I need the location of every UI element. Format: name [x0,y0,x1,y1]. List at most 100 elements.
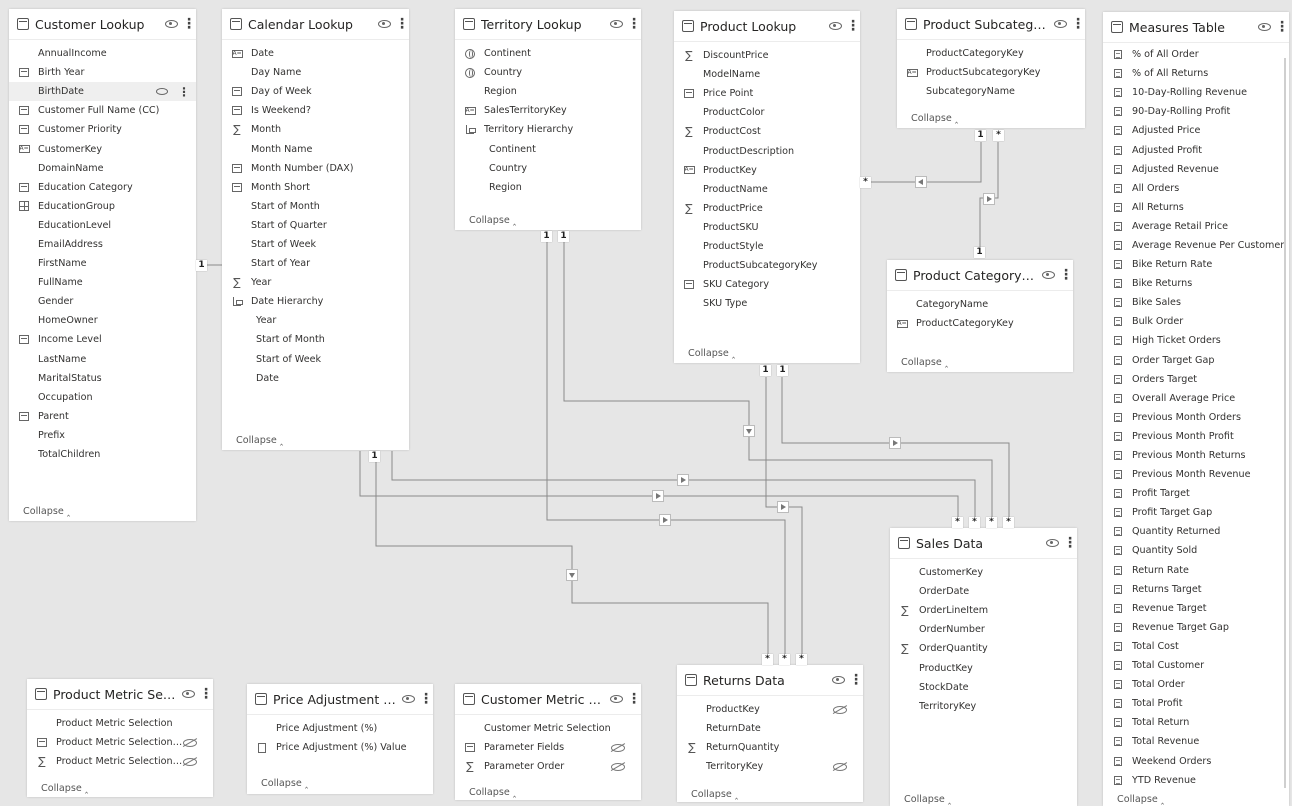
field-row[interactable]: Product Metric Selection Order [27,752,213,771]
field-row[interactable]: MaritalStatus [9,369,196,388]
more-options-icon[interactable]: ⋮ [1275,19,1289,35]
field-row[interactable]: Customer Metric Selection [455,719,641,738]
field-row[interactable]: ProductPrice [674,199,860,218]
field-row[interactable]: Prefix [9,426,196,445]
hidden-eye-icon[interactable] [183,738,197,747]
filter-direction-arrow[interactable] [889,437,901,449]
field-row[interactable]: Average Revenue Per Customer [1103,236,1289,255]
collapse-button[interactable]: Collapse [1117,794,1164,805]
eye-icon[interactable] [1046,539,1059,547]
product-lookup-table[interactable]: Product Lookup ⋮ DiscountPriceModelNameP… [674,11,860,363]
field-row[interactable]: Bulk Order [1103,312,1289,331]
field-row[interactable]: LastName [9,350,196,369]
field-row[interactable]: Continent [455,44,641,63]
collapse-button[interactable]: Collapse [691,789,738,800]
field-row[interactable]: Quantity Returned [1103,522,1289,541]
eye-icon[interactable] [610,695,623,703]
field-row[interactable]: Start of Month [222,197,409,216]
field-row[interactable]: EducationLevel [9,216,196,235]
field-row[interactable]: High Ticket Orders [1103,331,1289,350]
more-options-icon[interactable]: ⋮ [1071,16,1085,32]
field-row[interactable]: Date [222,44,409,63]
field-row[interactable]: Day of Week [222,82,409,101]
field-row[interactable]: All Returns [1103,198,1289,217]
field-row[interactable]: ProductCost [674,122,860,141]
table-header[interactable]: Price Adjustment (%) ⋮ [247,684,433,715]
field-row[interactable]: Revenue Target [1103,599,1289,618]
field-row[interactable]: EmailAddress [9,235,196,254]
field-row[interactable]: Day Name [222,63,409,82]
field-row[interactable]: SubcategoryName [897,82,1085,101]
scrollbar[interactable] [1284,58,1286,788]
product-subcategories-table[interactable]: Product Subcategories ⋮ ProductCategoryK… [897,9,1085,128]
sales-data-table[interactable]: Sales Data ⋮ CustomerKeyOrderDateOrderLi… [890,528,1077,806]
more-options-icon[interactable]: ⋮ [182,16,196,32]
eye-icon[interactable] [832,676,845,684]
eye-icon[interactable] [156,88,168,96]
field-row[interactable]: Price Adjustment (%) Value [247,738,433,757]
field-row[interactable]: ProductCategoryKey [897,44,1085,63]
field-row[interactable]: SKU Category [674,275,860,294]
filter-direction-arrow[interactable] [915,176,927,188]
filter-direction-arrow[interactable] [652,490,664,502]
field-row[interactable]: Month Name [222,139,409,158]
table-header[interactable]: Measures Table ⋮ [1103,12,1289,43]
field-row[interactable]: Customer Priority [9,120,196,139]
field-row[interactable]: Year [222,311,409,330]
field-row[interactable]: OrderQuantity [890,639,1077,658]
more-options-icon[interactable]: ⋮ [846,18,860,34]
field-row[interactable]: Revenue Target Gap [1103,618,1289,637]
field-row[interactable]: Adjusted Price [1103,121,1289,140]
field-row[interactable]: Total Cost [1103,637,1289,656]
collapse-button[interactable]: Collapse [469,215,516,226]
field-row[interactable]: Product Metric Selection Fields [27,733,213,752]
table-header[interactable]: Calendar Lookup ⋮ [222,9,409,40]
field-row[interactable]: TerritoryKey [677,757,863,776]
field-row[interactable]: EducationGroup [9,197,196,216]
collapse-button[interactable]: Collapse [911,113,958,124]
field-row[interactable]: Product Metric Selection [27,714,213,733]
collapse-button[interactable]: Collapse [23,506,70,517]
filter-direction-arrow[interactable] [659,514,671,526]
field-row[interactable]: TerritoryKey [890,697,1077,716]
field-row[interactable]: Bike Return Rate [1103,255,1289,274]
hidden-eye-icon[interactable] [611,743,625,752]
eye-icon[interactable] [182,690,195,698]
customer-metric-selection-table[interactable]: Customer Metric Selection ⋮ Customer Met… [455,684,641,800]
field-row[interactable]: Previous Month Profit [1103,427,1289,446]
field-row[interactable]: SKU Type [674,294,860,313]
field-row[interactable]: Overall Average Price [1103,389,1289,408]
eye-icon[interactable] [1258,23,1271,31]
measures-table[interactable]: Measures Table ⋮ % of All Order% of All … [1103,12,1289,806]
field-row[interactable]: HomeOwner [9,311,196,330]
field-row[interactable]: BirthDate⋮ [9,82,196,102]
filter-direction-arrow[interactable] [777,501,789,513]
field-row[interactable]: Order Target Gap [1103,351,1289,370]
field-row[interactable]: ProductKey [890,658,1077,677]
field-row[interactable]: Start of Year [222,254,409,273]
field-row[interactable]: Previous Month Returns [1103,446,1289,465]
table-header[interactable]: Sales Data ⋮ [890,528,1077,559]
more-options-icon[interactable]: ⋮ [199,686,213,702]
field-row[interactable]: Date [222,369,409,388]
field-row[interactable]: Total Customer [1103,656,1289,675]
product-category-lookup-table[interactable]: Product Category Lookup ⋮ CategoryNamePr… [887,260,1073,372]
collapse-button[interactable]: Collapse [41,783,88,794]
more-options-icon[interactable]: ⋮ [849,672,863,688]
field-row[interactable]: Country [455,63,641,82]
field-row[interactable]: Profit Target Gap [1103,503,1289,522]
collapse-button[interactable]: Collapse [904,794,951,805]
field-row[interactable]: Total Revenue [1103,732,1289,751]
collapse-button[interactable]: Collapse [236,435,283,446]
eye-icon[interactable] [402,695,415,703]
field-row[interactable]: Region [455,178,641,197]
filter-direction-arrow[interactable] [677,474,689,486]
field-row[interactable]: ProductCategoryKey [887,314,1073,333]
field-row[interactable]: ProductKey [677,700,863,719]
field-row[interactable]: DomainName [9,159,196,178]
eye-icon[interactable] [165,20,178,28]
field-row[interactable]: Quantity Sold [1103,541,1289,560]
more-options-icon[interactable]: ⋮ [627,16,641,32]
field-row[interactable]: Start of Week [222,235,409,254]
